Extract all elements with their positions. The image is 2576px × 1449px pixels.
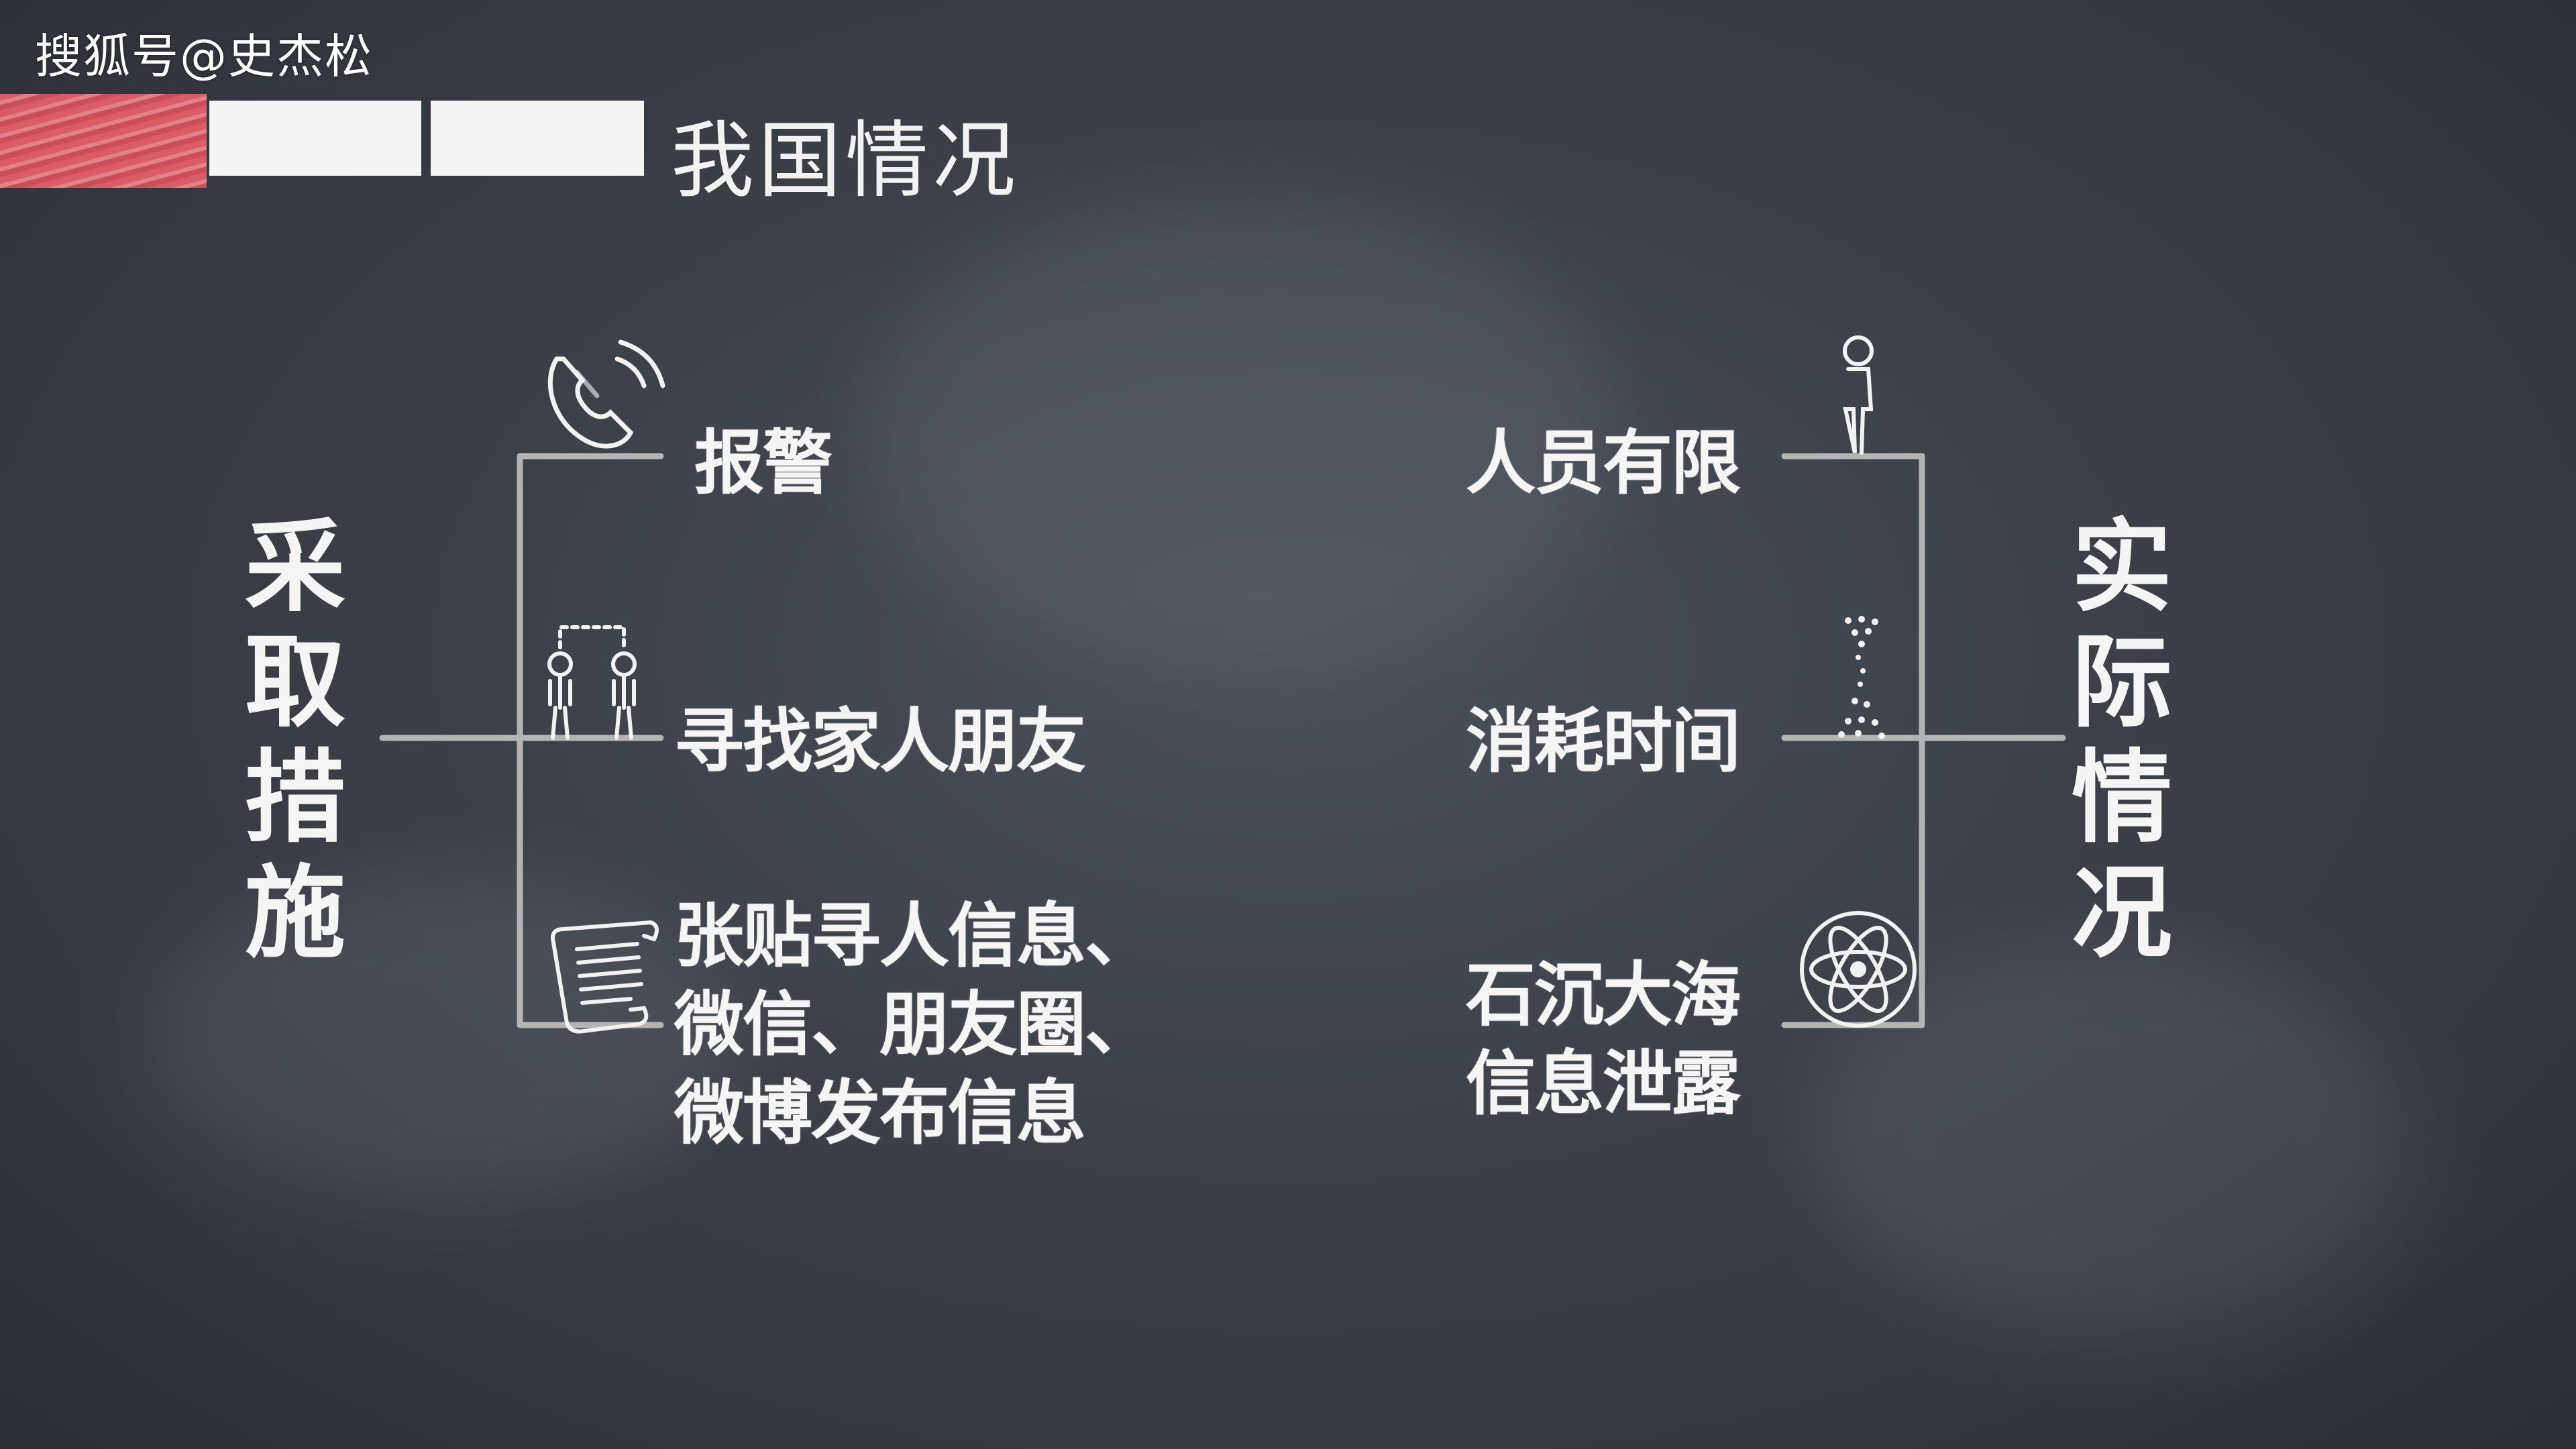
- left-item-label: 寻找家人朋友: [674, 700, 1086, 782]
- two-people-icon: [537, 614, 651, 744]
- telephone-icon: [537, 332, 671, 462]
- scroll-icon: [537, 909, 664, 1039]
- atom-icon: [1798, 909, 1919, 1032]
- hourglass-sand-icon: [1828, 614, 1895, 744]
- person-icon: [1828, 332, 1888, 462]
- chalk-smudge: [134, 872, 738, 1208]
- right-item-label-line: 信息泄露: [1466, 1042, 1741, 1124]
- title-block: [431, 101, 644, 176]
- left-item-label: 报警: [694, 422, 833, 504]
- title-block: [209, 101, 421, 176]
- left-item-label-line: 张贴寻人信息、: [674, 895, 1155, 977]
- watermark: 搜狐号@史杰松: [35, 29, 373, 84]
- left-group-title: 采取措施: [244, 509, 345, 972]
- chalk-smudge: [872, 201, 1610, 671]
- right-group-title: 实际情况: [2071, 509, 2172, 972]
- right-item-label-line: 石沉大海: [1466, 954, 1741, 1036]
- title-accent-stripe: [0, 94, 207, 188]
- left-item-label-line: 微博发布信息: [674, 1072, 1086, 1154]
- left-item-label-line: 微信、朋友圈、: [674, 983, 1155, 1065]
- right-item-label: 消耗时间: [1466, 700, 1741, 782]
- page-title: 我国情况: [671, 113, 1020, 209]
- right-item-label: 人员有限: [1466, 422, 1741, 504]
- chalk-smudge: [1811, 939, 2415, 1342]
